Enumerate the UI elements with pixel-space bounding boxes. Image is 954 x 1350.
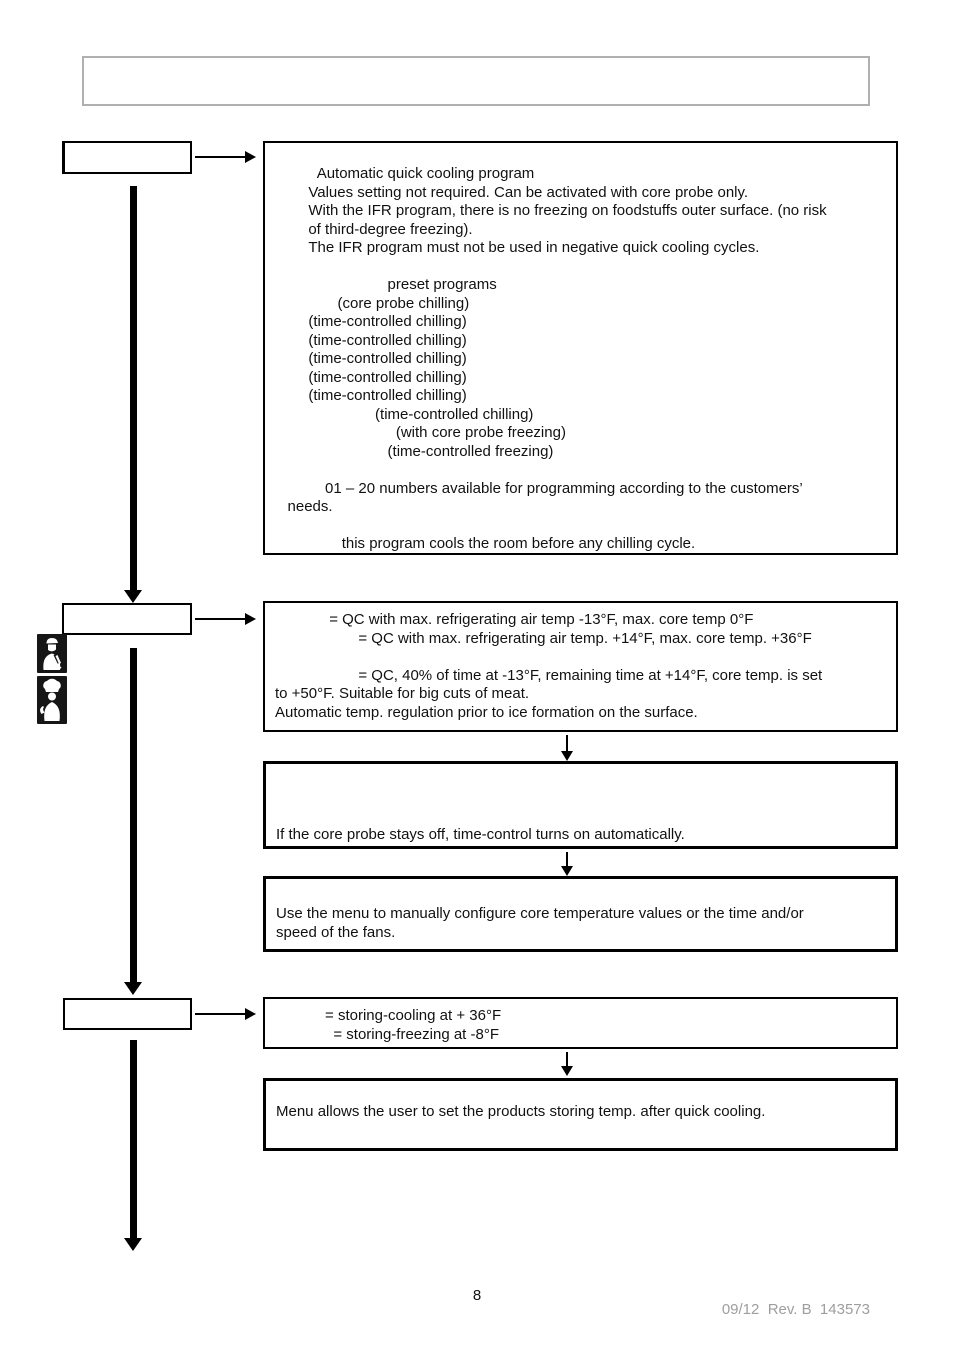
flow-arrow-down-3	[130, 1040, 137, 1238]
menu-config-text: Use the menu to manually configure core …	[276, 905, 804, 941]
arrow-right-2	[195, 613, 257, 625]
storing-settings-text: = storing-cooling at + 36°F = storing-fr…	[325, 1007, 502, 1043]
menu-config-box: Use the menu to manually configure core …	[263, 876, 898, 952]
storing-settings-box: = storing-cooling at + 36°F = storing-fr…	[263, 997, 898, 1049]
storing-menu-text: Menu allows the user to set the products…	[276, 1103, 766, 1120]
connector-arrow-3	[566, 1052, 568, 1067]
connector-arrow-1	[566, 735, 568, 752]
core-probe-note-text: If the core probe stays off, time-contro…	[276, 825, 685, 843]
flow-label-box-2	[62, 603, 192, 635]
header-box	[82, 56, 870, 106]
arrow-head-icon	[124, 590, 142, 603]
arrow-head-icon	[245, 1008, 256, 1020]
arrow-head-icon	[561, 1066, 573, 1076]
qc-settings-text: = QC with max. refrigerating air temp -1…	[275, 611, 823, 721]
core-probe-note-box: If the core probe stays off, time-contro…	[263, 761, 898, 849]
page-number: 8	[472, 1287, 482, 1304]
arrow-head-icon	[561, 751, 573, 761]
arrow-head-icon	[245, 151, 256, 163]
qc-settings-box: = QC with max. refrigerating air temp -1…	[263, 601, 898, 732]
chef-icon	[37, 676, 67, 729]
storing-menu-box: Menu allows the user to set the products…	[263, 1078, 898, 1151]
program-info-box: Automatic quick cooling program Values s…	[263, 141, 898, 555]
revision-text: 09/12 Rev. B 143573	[721, 1301, 870, 1318]
flow-label-box-3	[63, 998, 192, 1030]
program-info-text: Automatic quick cooling program Values s…	[287, 165, 827, 552]
arrow-head-icon	[124, 982, 142, 995]
arrow-line	[195, 156, 246, 158]
flow-label-box-1	[62, 141, 192, 174]
arrow-head-icon	[245, 613, 256, 625]
arrow-line	[195, 1013, 246, 1015]
connector-arrow-2	[566, 852, 568, 867]
arrow-head-icon	[561, 866, 573, 876]
arrow-line	[195, 618, 246, 620]
flow-arrow-down-1	[130, 186, 137, 590]
arrow-right-1	[195, 151, 257, 163]
arrow-right-3	[195, 1008, 257, 1020]
flow-arrow-down-2	[130, 648, 137, 982]
technician-icon	[37, 634, 67, 678]
arrow-head-icon	[124, 1238, 142, 1251]
